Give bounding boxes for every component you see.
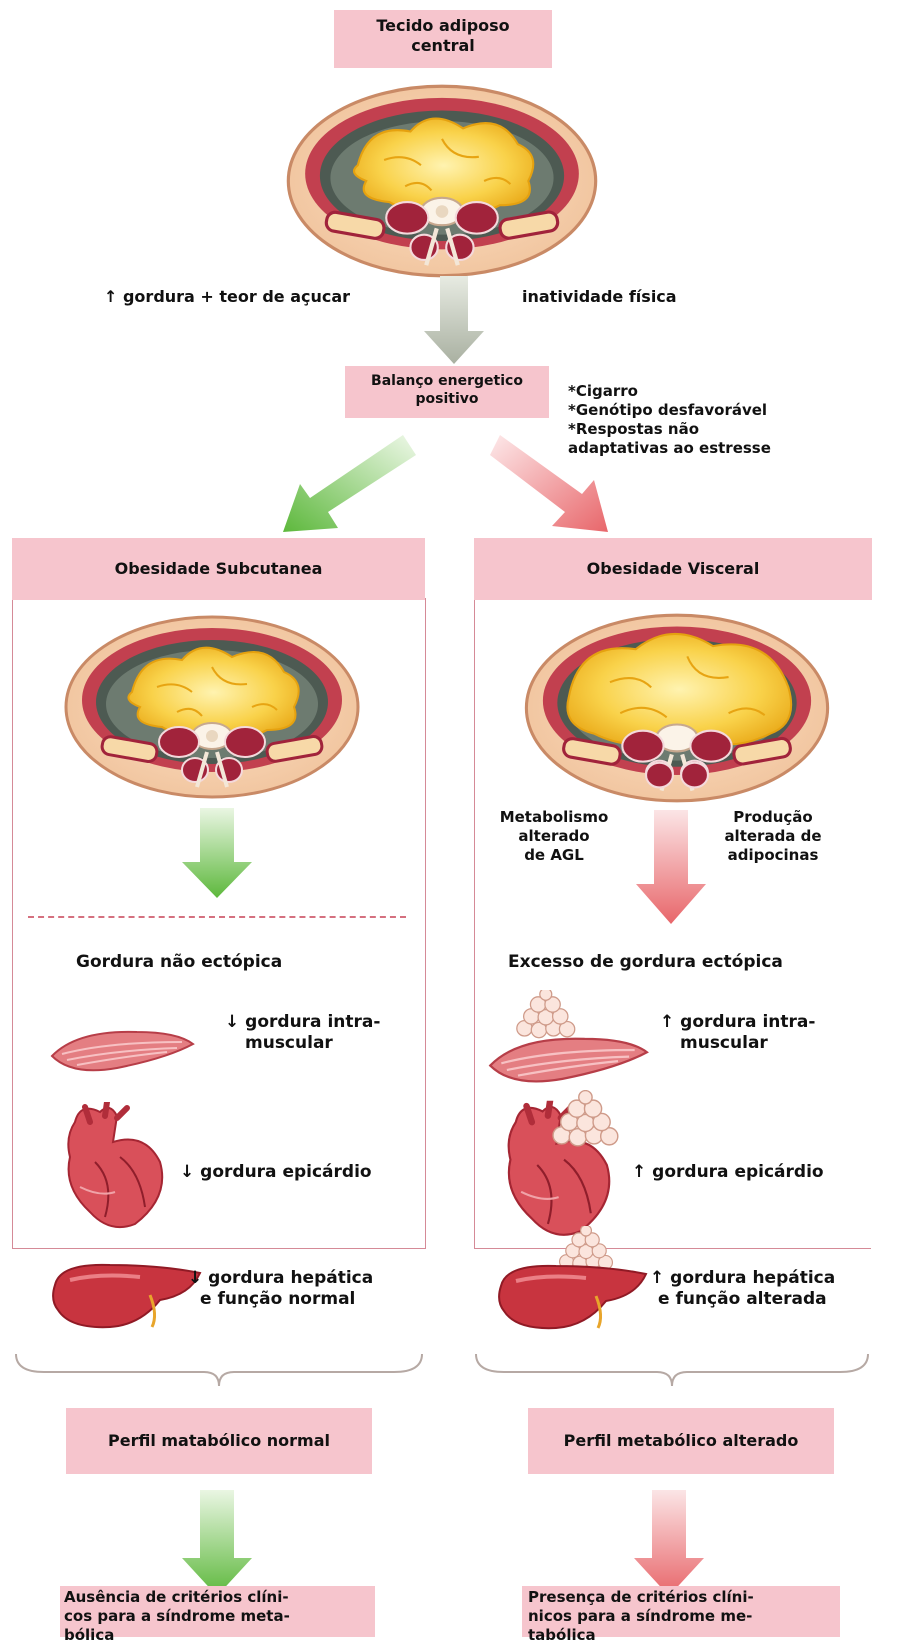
right-header: Obesidade Visceral (587, 559, 760, 578)
right-metab-line-2: alterado (494, 827, 614, 846)
red-diagonal-arrow (490, 430, 620, 540)
right-liver-label: ↑ gordura hepática e função alterada (650, 1268, 835, 1311)
left-criteria-line-2: cos para a síndrome meta- (64, 1607, 290, 1626)
right-muscle-line-2: muscular (660, 1033, 815, 1054)
right-cause-label: inatividade física (522, 287, 677, 307)
right-liver-line-1: ↑ gordura hepática (650, 1268, 835, 1289)
right-muscle-label: ↑ gordura intra- muscular (660, 1012, 815, 1055)
risk-factor: *Genótipo desfavorável (568, 401, 771, 420)
left-profile-green-arrow (180, 1490, 254, 1598)
right-criteria-line-1: Presença de critérios clíni- (528, 1588, 754, 1607)
right-red-down-arrow (634, 810, 708, 926)
left-liver-icon (50, 1255, 210, 1335)
right-production-label: Produção alterada de adipocinas (708, 808, 838, 865)
balance-box: Balanço energetico positivo (345, 366, 549, 418)
right-heart-label: ↑ gordura epicárdio (632, 1162, 824, 1183)
left-brace (14, 1350, 424, 1390)
right-brace (474, 1350, 870, 1390)
green-diagonal-arrow (268, 430, 418, 540)
left-section-title: Gordura não ectópica (76, 952, 282, 973)
left-header-box: Obesidade Subcutanea (12, 538, 425, 600)
right-header-box: Obesidade Visceral (474, 538, 872, 600)
left-liver-line-2: e função normal (188, 1289, 373, 1310)
grey-down-arrow (422, 276, 486, 366)
right-criteria-text: Presença de critérios clíni- nicos para … (528, 1588, 754, 1645)
right-metab-line-1: Metabolismo (494, 808, 614, 827)
title-line-1: Tecido adiposo (334, 16, 552, 36)
right-liver-line-2: e função alterada (650, 1289, 835, 1310)
right-abdomen-illustration (522, 610, 832, 806)
left-profile-box: Perfil matabólico normal (66, 1408, 372, 1474)
right-prod-line-2: alterada de (708, 827, 838, 846)
title-line-2: central (334, 36, 552, 56)
left-dashed-divider (28, 916, 406, 918)
balance-line-1: Balanço energetico (345, 373, 549, 391)
central-abdomen-illustration (272, 76, 612, 286)
right-muscle-line-1: ↑ gordura intra- (660, 1012, 815, 1033)
right-profile-red-arrow (632, 1490, 706, 1598)
left-muscle-label: ↓ gordura intra- muscular (225, 1012, 380, 1055)
right-criteria-line-3: tabólica (528, 1626, 754, 1645)
left-profile-label: Perfil matabólico normal (108, 1431, 330, 1450)
right-profile-box: Perfil metabólico alterado (528, 1408, 834, 1474)
right-prod-line-3: adipocinas (708, 846, 838, 865)
right-criteria-line-2: nicos para a síndrome me- (528, 1607, 754, 1626)
balance-line-2: positivo (345, 391, 549, 409)
left-muscle-line-2: muscular (225, 1033, 380, 1054)
right-section-title: Excesso de gordura ectópica (508, 952, 783, 973)
right-prod-line-1: Produção (708, 808, 838, 827)
left-criteria-line-1: Ausência de critérios clíni- (64, 1588, 290, 1607)
left-criteria-text: Ausência de critérios clíni- cos para a … (64, 1588, 290, 1645)
right-muscle-icon (484, 990, 652, 1090)
left-cause-label: ↑ gordura + teor de açucar (104, 287, 350, 307)
right-metab-line-3: de AGL (494, 846, 614, 865)
left-heart-icon (50, 1102, 180, 1232)
left-liver-label: ↓ gordura hepática e função normal (188, 1268, 373, 1311)
right-liver-icon (496, 1226, 656, 1336)
risk-factor: *Cigarro (568, 382, 771, 401)
title-box: Tecido adiposo central (334, 10, 552, 68)
left-criteria-line-3: bólica (64, 1626, 290, 1645)
left-liver-line-1: ↓ gordura hepática (188, 1268, 373, 1289)
left-heart-label: ↓ gordura epicárdio (180, 1162, 372, 1183)
left-header: Obesidade Subcutanea (115, 559, 323, 578)
right-metabolism-label: Metabolismo alterado de AGL (494, 808, 614, 865)
left-abdomen-illustration (62, 612, 362, 802)
right-profile-label: Perfil metabólico alterado (564, 1431, 799, 1450)
right-heart-icon (494, 1090, 634, 1240)
left-muscle-line-1: ↓ gordura intra- (225, 1012, 380, 1033)
left-green-down-arrow (180, 808, 254, 900)
left-muscle-icon (38, 1018, 206, 1078)
